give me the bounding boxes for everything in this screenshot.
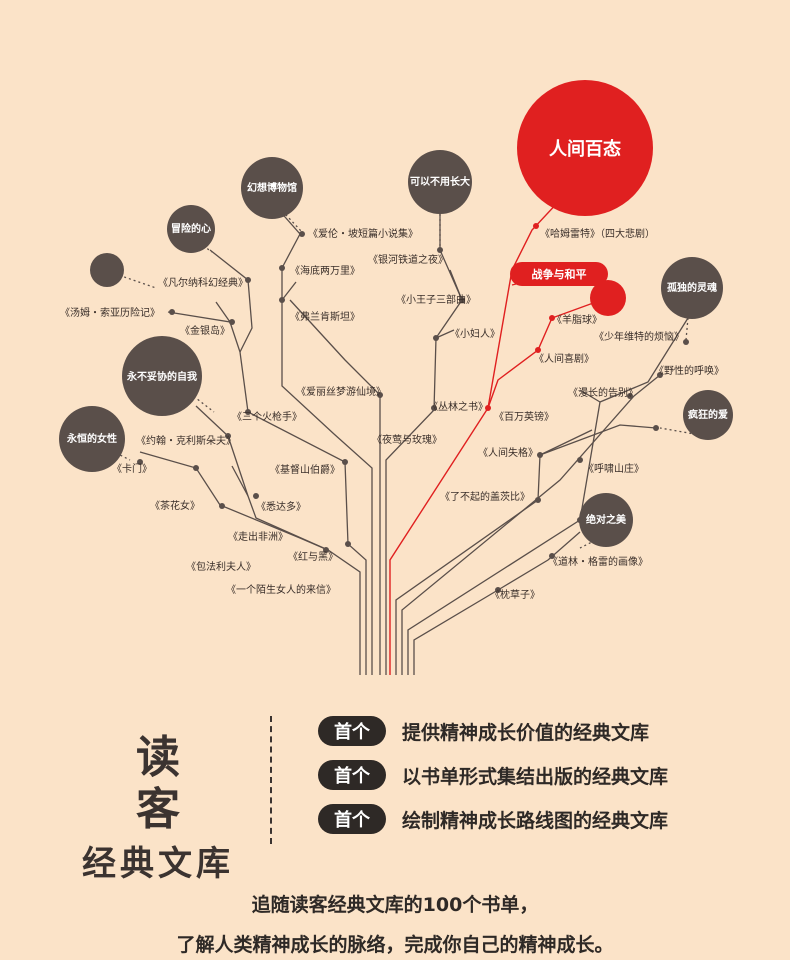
book-label: 《红与黑》 [288,550,338,563]
theme-node-crazy: 疯狂的爱 [683,390,733,440]
brand-line2: 经典文库 [82,844,234,884]
book-label: 《基督山伯爵》 [270,463,340,476]
book-label: 《弗兰肯斯坦》 [290,310,360,323]
node-pill [510,262,608,286]
feature-list: 首个 提供精神成长价值的经典文库 首个 以书单形式集结出版的经典文库 首个 绘制… [318,716,668,848]
book-label: 《海底两万里》 [290,264,360,277]
node-circle [122,336,202,416]
node-label: 永不妥协的自我 [126,370,197,383]
book-label: 《羊脂球》 [552,313,602,326]
book-label: 《野性的呼唤》 [654,364,724,377]
node-circle [59,406,125,472]
book-label: 《夜莺与玫瑰》 [372,433,442,446]
feature-item: 首个 绘制精神成长路线图的经典文库 [318,804,668,834]
feature-text: 提供精神成长价值的经典文库 [402,721,650,744]
book-label: 《爱伦・坡短篇小说集》 [308,227,418,240]
book-label: 《银河铁道之夜》 [368,253,448,266]
theme-node-adventure: 冒险的心 [167,205,215,253]
theme-node-empty-left [90,253,124,287]
book-label: 《丛林之书》 [428,400,488,413]
book-label: 《凡尔纳科幻经典》 [158,276,248,289]
footer-line1: 追随读客经典文库的100个书单， [251,894,539,916]
book-label: 《哈姆雷特》（四大悲剧） [540,227,655,240]
node-label: 可以不用长大 [410,175,470,188]
node-label: 绝对之美 [586,513,627,526]
book-label: 《小妇人》 [450,327,500,340]
node-circle [408,150,472,214]
feature-badge: 首个 [318,760,386,790]
book-label: 《茶花女》 [150,499,200,512]
dashed-divider [270,716,272,844]
footer-line2: 了解人类精神成长的脉络，完成你自己的精神成长。 [176,934,614,956]
node-label: 冒险的心 [171,222,211,235]
feature-item: 首个 以书单形式集结出版的经典文库 [318,760,668,790]
theme-node-war: 战争与和平 [510,262,608,286]
node-circle [590,280,626,316]
node-circle [241,157,303,219]
feature-badge: 首个 [318,804,386,834]
book-label: 《悉达多》 [256,500,306,513]
node-label: 幻想博物馆 [247,181,297,194]
book-label: 《汤姆・索亚历险记》 [60,306,160,319]
book-label: 《少年维特的烦恼》 [594,330,684,343]
book-label: 《道林・格雷的画像》 [548,555,648,568]
node-label: 永恒的女性 [66,432,117,445]
book-label: 《小王子三部曲》 [396,293,476,306]
book-labels: 《爱伦・坡短篇小说集》 《哈姆雷特》（四大悲剧） 《银河铁道之夜》 《凡尔纳科幻… [60,227,724,601]
reading-tree-diagram: 幻想博物馆 可以不用长大 人间百态 冒险的心 战争与和平 孤独的灵魂 永不妥协的… [59,80,733,675]
theme-node-red-small [590,280,626,316]
theme-node-fantasy: 幻想博物馆 [241,157,303,219]
branch-dots [137,231,689,593]
book-label: 《人间失格》 [478,446,538,459]
brand-logo-text: 读客 经典文库 [68,732,248,886]
theme-node-eternal: 永恒的女性 [59,406,125,472]
book-label: 《三个火枪手》 [232,410,302,423]
node-circle [579,493,633,547]
node-circle [90,253,124,287]
theme-node-human: 人间百态 [517,80,653,216]
book-label: 《卡门》 [112,462,152,475]
node-circle [517,80,653,216]
book-label: 《一个陌生女人的来信》 [226,583,336,596]
book-label: 《走出非洲》 [228,530,288,543]
book-label: 《人间喜剧》 [534,352,594,365]
book-label: 《约翰・克利斯朵夫》 [136,434,236,447]
book-label: 《呼啸山庄》 [584,462,644,475]
theme-node-no-long: 可以不用长大 [408,150,472,214]
node-circle [661,257,723,319]
book-label: 《了不起的盖茨比》 [440,490,530,503]
theme-node-lonely: 孤独的灵魂 [661,257,723,319]
node-circle [167,205,215,253]
book-label: 《爱丽丝梦游仙境》 [296,385,386,398]
brand-line1: 读客 [136,732,236,835]
book-label: 《漫长的告别》 [568,386,638,399]
red-dots [485,223,555,411]
node-label: 战争与和平 [532,267,587,281]
feature-text: 以书单形式集结出版的经典文库 [402,765,669,788]
node-circle [683,390,733,440]
book-label: 《金银岛》 [180,324,230,337]
book-label: 《包法利夫人》 [186,560,256,573]
node-label: 人间百态 [549,138,621,160]
book-label: 《枕草子》 [490,588,540,601]
theme-node-absolute: 绝对之美 [579,493,633,547]
feature-badge: 首个 [318,716,386,746]
node-label: 孤独的灵魂 [667,281,717,294]
theme-node-uncompromising: 永不妥协的自我 [122,336,202,416]
node-label: 疯狂的爱 [688,408,728,421]
feature-item: 首个 提供精神成长价值的经典文库 [318,716,668,746]
feature-text: 绘制精神成长路线图的经典文库 [402,809,669,832]
book-label: 《百万英镑》 [494,410,554,423]
